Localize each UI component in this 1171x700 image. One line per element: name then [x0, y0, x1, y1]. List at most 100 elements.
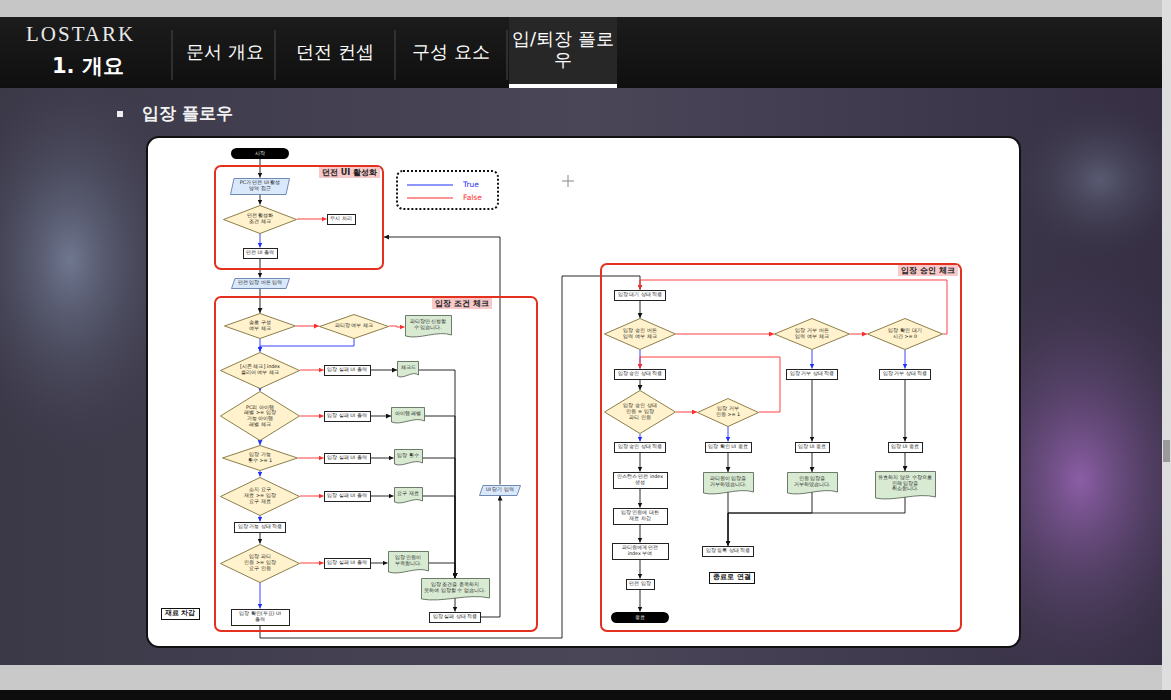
- message-document: 체크드: [397, 361, 419, 379]
- decision-diamond: 입장 승인 상태 인원 = 입장 파티 인원: [604, 390, 676, 434]
- flow-connector: [905, 453, 906, 472]
- flow-connector: [371, 416, 392, 417]
- nav-tab: 입/퇴장 플로우: [509, 29, 617, 70]
- diamond-shape: [320, 314, 389, 338]
- decision-diamond: 입장 가능 횟수 >= 1: [222, 445, 298, 471]
- flow-connector: [260, 583, 261, 609]
- flow-connector: [425, 416, 455, 578]
- flow-connector: [640, 590, 641, 612]
- node-text: 입장 거부 상태 적용: [883, 371, 928, 377]
- flow-connector: [371, 370, 398, 371]
- bullet: [117, 111, 123, 117]
- nav-tab: 던전 컨셉: [277, 41, 393, 63]
- flow-connector: [371, 496, 394, 497]
- node-text: 입장 거부 버튼 입력 여부 체크: [795, 328, 830, 340]
- legend-row: True: [407, 178, 497, 191]
- flow-connector: [389, 326, 405, 327]
- input-parallelogram: 던전 입장 버튼 입력: [231, 278, 290, 289]
- flow-connector: [419, 370, 455, 578]
- message-document: 요구 재료: [394, 487, 423, 505]
- flow-connector: [300, 496, 324, 497]
- diagram-panel: [147, 137, 1020, 647]
- message-document-outline: [394, 487, 423, 505]
- flow-connector: [300, 416, 324, 417]
- decision-diamond: 입장 확인 대기 시간 >= 0: [867, 318, 943, 350]
- group-heading: 입장 조건 체크: [432, 298, 492, 309]
- message-document: 아이템 레벨: [391, 407, 425, 425]
- node-text: 입장 인원에 대한 재료 차감: [616, 510, 664, 522]
- node-text: 입장 가능 횟수 >= 1: [247, 452, 273, 464]
- flow-connector: [640, 525, 641, 543]
- flow-connector: [728, 453, 729, 473]
- legend-line: [407, 184, 453, 185]
- tab-separator: [275, 30, 276, 80]
- document-shape: [787, 473, 837, 494]
- node-text: 입장 거부 상태 적용: [790, 371, 835, 377]
- legend-line: [407, 182, 455, 188]
- process-box: 입장 실패 UI 출력: [324, 453, 371, 464]
- flow-connector: [640, 301, 641, 319]
- process-box: 입장 대기 상태 적용: [614, 290, 666, 301]
- active-tab-underline: [509, 84, 617, 88]
- legend-text: True: [463, 180, 479, 189]
- flow-connector: [300, 563, 324, 564]
- document-shape: [875, 472, 935, 499]
- message-document: 유효하지 않은 수장으로 인해 입장을 취소합니다.: [875, 471, 936, 501]
- slide-ground: [0, 88, 1171, 665]
- node-text: 솔로 구성 여부 체크: [248, 320, 272, 332]
- flow-connector: [260, 389, 261, 392]
- decision-diamond: 솔로 구성 여부 체크: [224, 313, 296, 339]
- flow-connector: [905, 380, 906, 442]
- tab-separator: [395, 30, 396, 80]
- node-text: 던전 활성화 조건 체크: [245, 213, 275, 225]
- flow-connector: [260, 195, 261, 205]
- node-text: 유효하지 않은 수장으로 인해 입장을 취소합니다.: [878, 475, 932, 492]
- group-heading: 던전 UI 활성화: [319, 167, 380, 178]
- flow-connector: [296, 326, 319, 327]
- flow-connector: [676, 334, 774, 335]
- flow-connector: [728, 492, 812, 546]
- flow-connector: [640, 434, 641, 442]
- node-text: 입장 파티 인원 >= 입장 요구 인원: [244, 554, 276, 571]
- node-text: 입장 확인 대기 시간 >= 0: [888, 328, 923, 340]
- process-box: 인스턴스 던전 index 생성: [613, 472, 668, 489]
- node-text: 입장 확인(투표) UI 출력: [234, 611, 286, 623]
- process-box: 입장 인원에 대한 재료 차감: [613, 508, 668, 525]
- node-text: 입장 횟수: [397, 453, 419, 459]
- section-title: 입장 플로우: [142, 102, 233, 125]
- window-bar: [0, 0, 1171, 17]
- node-text: 파티장만 신청할 수 있습니다.: [408, 319, 448, 331]
- flow-connector: [260, 339, 354, 352]
- node-text: 던전 입장: [629, 581, 651, 587]
- diamond-shape: [698, 398, 759, 426]
- node-text: 입장 승인 상태 적용: [618, 444, 663, 450]
- diamond-shape: [221, 392, 300, 441]
- process-box: 던전 입장: [626, 579, 655, 590]
- flow-connector: [260, 234, 261, 248]
- decision-diamond: 던전 활성화 조건 체크: [223, 205, 297, 234]
- terminator: 종료: [611, 612, 669, 623]
- decision-diamond: 파티장 여부 체크: [319, 314, 389, 339]
- node-text: 입장 대기 상태 적용: [618, 292, 663, 298]
- flow-connector: [297, 219, 327, 220]
- process-box: 입장 확인 UI 종료: [705, 442, 752, 453]
- node-text: 체크드: [401, 365, 416, 371]
- flow-connector: [640, 489, 641, 508]
- decision-diamond: 입장 승인 버튼 입력 여부 체크: [604, 318, 676, 350]
- process-box: 입장 거부 상태 적용: [786, 369, 838, 380]
- flow-connector: [728, 427, 729, 442]
- flow-connector: [300, 370, 324, 371]
- node-text: 인원 입장을 거부하였습니다.: [790, 476, 834, 488]
- flow-connector: [850, 334, 867, 335]
- diamond-shape: [775, 319, 850, 350]
- message-document: 입장 조건을 충족하지 못하여 입장할 수 없습니다.: [421, 578, 490, 602]
- node-text: 던전 입장 버튼 입력: [238, 280, 283, 286]
- diamond-shape: [868, 319, 943, 350]
- diamond-shape: [221, 544, 300, 582]
- message-document: 입장 횟수: [394, 449, 423, 467]
- node-text: 입장 승인 버튼 입력 여부 체크: [623, 328, 656, 340]
- parallelogram-shape: [231, 278, 289, 288]
- flow-connector: [260, 533, 261, 544]
- node-text: 입장 가능 상태 적용: [238, 524, 283, 530]
- flow-connector: [260, 339, 261, 352]
